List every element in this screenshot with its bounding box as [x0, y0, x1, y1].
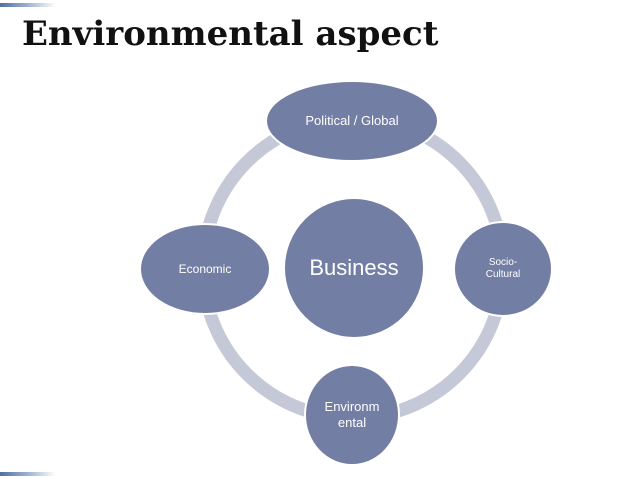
center-node	[283, 197, 425, 339]
right-node	[453, 221, 553, 317]
left-node-label: Economic	[178, 261, 232, 276]
top-node	[265, 80, 439, 162]
center-node-label: Business	[309, 255, 399, 281]
right-node-label: Socio- Cultural	[485, 256, 521, 281]
left-node	[139, 223, 271, 315]
bottom-node-label: Environm ental	[324, 398, 380, 430]
bottom-accent-bar	[0, 472, 56, 476]
top-accent-bar	[0, 3, 56, 7]
bottom-node	[304, 364, 400, 466]
top-node-label: Political / Global	[305, 112, 399, 128]
page-title: Environmental aspect	[22, 14, 439, 54]
